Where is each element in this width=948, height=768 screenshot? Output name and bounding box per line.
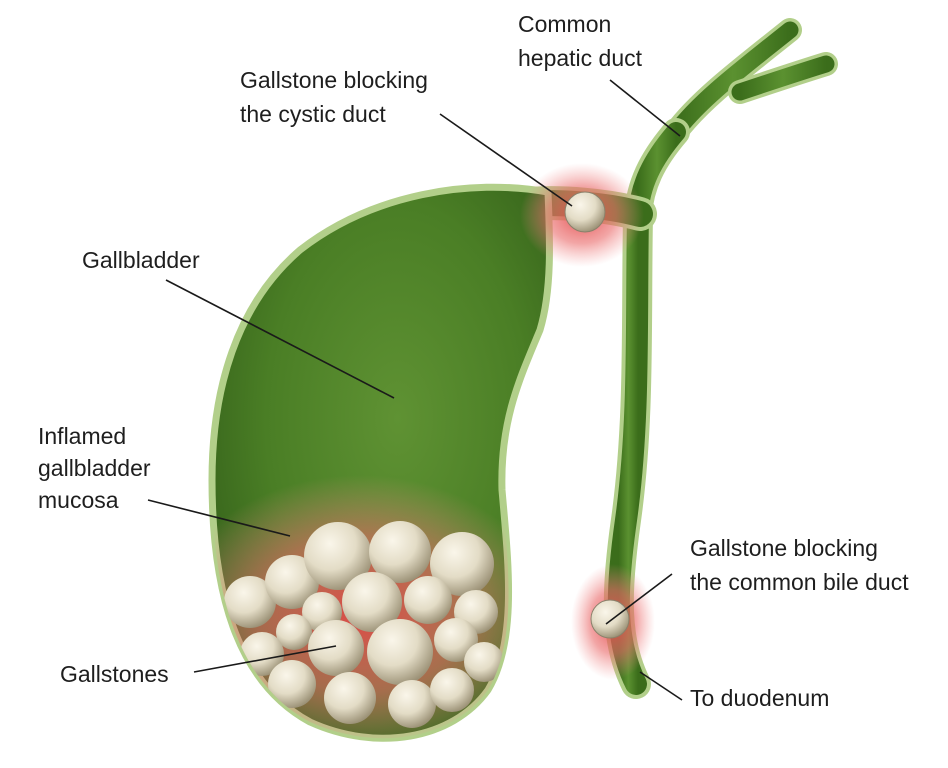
label-inflamed-mucosa-line2: gallbladder bbox=[38, 455, 151, 481]
label-gallstone-cystic: Gallstone blocking the cystic duct bbox=[240, 67, 434, 127]
label-gallbladder: Gallbladder bbox=[82, 247, 200, 273]
label-common-hepatic-duct-line1: Common bbox=[518, 11, 611, 37]
label-inflamed-mucosa-line1: Inflamed bbox=[38, 423, 126, 449]
common-bile-duct-blockage bbox=[571, 564, 655, 680]
label-gallstone-common-bile-line2: the common bile duct bbox=[690, 569, 909, 595]
gallbladder bbox=[170, 187, 550, 755]
leader-common-hepatic bbox=[610, 80, 680, 136]
label-common-hepatic-duct-line2: hepatic duct bbox=[518, 45, 643, 71]
label-to-duodenum: To duodenum bbox=[690, 685, 829, 711]
gallstone-common-bile bbox=[591, 600, 629, 638]
label-gallstone-cystic-line2: the cystic duct bbox=[240, 101, 386, 127]
label-gallstone-common-bile: Gallstone blocking the common bile duct bbox=[690, 535, 909, 595]
cystic-duct-blockage bbox=[520, 163, 644, 267]
label-gallstone-common-bile-line1: Gallstone blocking bbox=[690, 535, 878, 561]
label-common-hepatic-duct: Common hepatic duct bbox=[518, 11, 643, 71]
label-gallstone-cystic-line1: Gallstone blocking bbox=[240, 67, 428, 93]
label-inflamed-mucosa: Inflamed gallbladder mucosa bbox=[38, 423, 157, 513]
label-gallstones: Gallstones bbox=[60, 661, 169, 687]
label-inflamed-mucosa-line3: mucosa bbox=[38, 487, 119, 513]
gallstone-cystic bbox=[565, 192, 605, 232]
